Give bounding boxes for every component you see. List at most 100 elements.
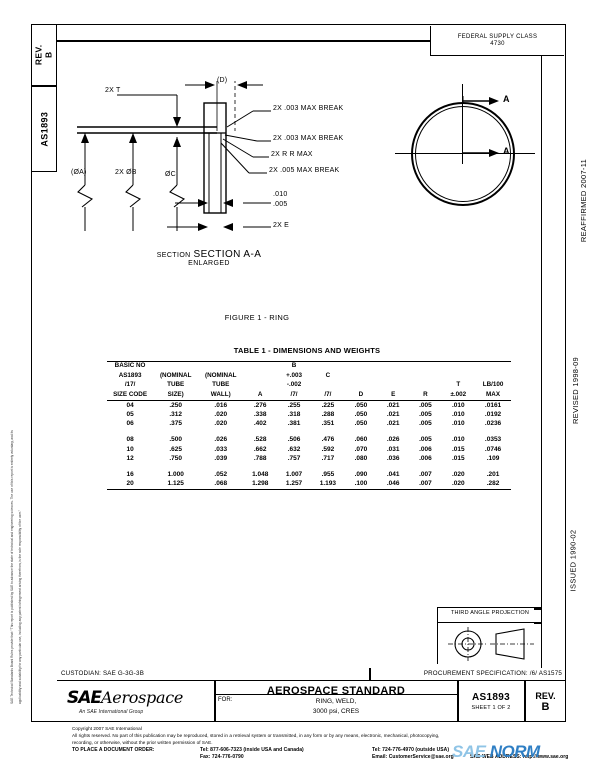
section-title-block: SECTION SECTION A-A ENLARGED [149, 249, 269, 267]
table-cell-size_code: 10 [126, 445, 134, 453]
footer-web[interactable]: SAE WEB ADDRESS: http://www.sae.org [470, 753, 569, 760]
table-cell-c: .717 [321, 454, 335, 462]
section-word: SECTION [156, 252, 191, 259]
table-cell-b: .255 [287, 401, 301, 409]
logo-tagline: An SAE International Group [79, 709, 144, 715]
table-cell-size_code: 06 [126, 420, 134, 428]
table-header-cell-tube_wall: (NOMINAL [205, 371, 237, 379]
custodian-text: CUSTODIAN: SAE G-3G-3B [61, 670, 145, 677]
table-cell-b: 1.257 [277, 479, 311, 491]
drawing-border [31, 24, 566, 722]
table-cell-tube_size: .375 [169, 420, 183, 428]
procurement-spec-text: PROCUREMENT SPECIFICATION: /6/ AS1575 [423, 670, 562, 677]
table-header-cell-e: E [377, 390, 410, 401]
table-header-cell-size_code: BASIC NO [107, 361, 154, 372]
table-row: 10.625.033.662.632.592.070.031.006.015.0… [107, 445, 511, 454]
date-revised: REVISED 1998-09 [542, 357, 580, 424]
table-header-cell-r: R [409, 390, 442, 401]
table-cell-t: .010 [451, 401, 465, 409]
table-cell-b: .757 [287, 454, 301, 462]
table-cell-a: 1.298 [243, 479, 278, 491]
table-cell-size_code: 20 [107, 479, 154, 491]
footer-tel-intl: Tel: 724-776-4970 (outside USA) [372, 746, 450, 753]
table-cell-size_code: 12 [126, 454, 134, 462]
standard-type-cell: AEROSPACE STANDARD [215, 681, 457, 697]
footer-order-label: TO PLACE A DOCUMENT ORDER: [72, 746, 155, 753]
table-header-cell-tube_wall: TUBE [212, 381, 230, 388]
table-cell-c: 1.193 [310, 479, 345, 491]
table-cell-e: .021 [386, 401, 400, 409]
table-cell-size_code: 16 [126, 471, 134, 479]
table-header-cell-t: T [456, 381, 461, 388]
ring-centerline-vertical [462, 84, 463, 164]
table-row: 05.312.020.338.318.288.050.021.005.010.0… [107, 410, 511, 419]
date-reaffirmed: REAFFIRMED 2007-11 [542, 159, 588, 242]
date-issued: ISSUED 1990-02 [542, 530, 577, 592]
sidebar-doc-number: AS1893 [38, 111, 49, 147]
callout-break-005: 2X .005 MAX BREAK [269, 167, 340, 174]
table-header-cell-size_code: SIZE CODE [107, 390, 154, 401]
sidebar-rev-value: B [42, 51, 53, 59]
standard-type-text: AEROSPACE STANDARD [266, 685, 406, 697]
table-cell-lb: .0236 [484, 420, 502, 428]
table-cell-d: .070 [354, 445, 368, 453]
table-body: 04.250.016.276.255.225.050.021.005.010.0… [107, 401, 511, 491]
table-header-cell-d: D [344, 390, 378, 401]
table-cell-r: .006 [419, 454, 432, 462]
document-number-cell: AS1893 SHEET 1 OF 2 [458, 681, 524, 722]
table-cell-c: .351 [321, 420, 335, 428]
table-cell-r: .007 [419, 471, 432, 479]
table-header-cell-d [344, 361, 378, 372]
table-header-cell-r [409, 372, 441, 382]
date-reaffirmed-text: REAFFIRMED 2007-11 [579, 158, 589, 243]
revision-cell: REV. B [525, 681, 566, 722]
table-cell-t: .010 [451, 436, 465, 444]
date-column-tick-upper [534, 608, 542, 610]
callout-2x-t: 2X T [105, 87, 121, 94]
custodian-divider [369, 668, 371, 681]
callout-d-bracket: (D) [217, 77, 228, 84]
table-cell-size_code: 05 [126, 410, 134, 418]
table-cell-d: .050 [354, 420, 368, 428]
table-cell-a: 1.048 [252, 471, 269, 479]
revision-value: B [541, 700, 550, 713]
title-block-divider-2 [457, 681, 459, 722]
section-arrow-label-top: A [503, 94, 510, 104]
table-cell-lb: .0353 [484, 436, 502, 444]
table-cell-tube_size: .500 [169, 436, 183, 444]
footer-email[interactable]: Email: CustomerService@sae.org [372, 753, 454, 760]
table-cell-e: .046 [377, 479, 410, 491]
table-cell-lb: .0192 [484, 410, 502, 418]
footer-tel-usa: Tel: 877-606-7323 (inside USA and Canada… [200, 746, 304, 753]
title-block-main-row: SAEAerospace An SAE International Group … [57, 681, 566, 722]
table-cell-b: 1.007 [285, 471, 303, 479]
table-cell-r: .007 [409, 479, 442, 491]
table-cell-lb: .109 [486, 454, 500, 462]
table-cell-t: .010 [451, 420, 465, 428]
table-row: 12.750.039.788.757.717.080.036.006.015.1… [107, 454, 511, 463]
side-note-secondary: applicability and suitability for any pa… [18, 510, 22, 704]
table-header-cell-t [442, 372, 476, 382]
table-cell-b: .632 [287, 445, 301, 453]
section-id: SECTION A-A [193, 249, 262, 260]
section-arrow-label-bottom: A [503, 146, 510, 156]
table-header-cell-lb [475, 361, 511, 372]
table-cell-tube_wall: .020 [214, 420, 228, 428]
callout-r-max: 2X R R MAX [271, 151, 313, 158]
sidebar-number-tab: AS1893 [31, 86, 57, 172]
date-issued-text: ISSUED 1990-02 [568, 529, 578, 592]
table-cell-tube_wall: .039 [214, 454, 228, 462]
section-arrow-graphics [462, 96, 499, 157]
table-header-cell-size_code: AS1893 [118, 371, 142, 379]
table-header-cell-c: C [325, 371, 331, 379]
section-enlarged-label: ENLARGED [188, 260, 230, 267]
table-header-cell-tube_size: SIZE) [153, 390, 199, 401]
table-cell-tube_wall: .068 [198, 479, 244, 491]
ring-end-view: A A [395, 84, 535, 216]
ring-inner-circle [415, 106, 511, 202]
table-header-cell-e [377, 372, 409, 382]
table-cell-a: .788 [253, 454, 267, 462]
